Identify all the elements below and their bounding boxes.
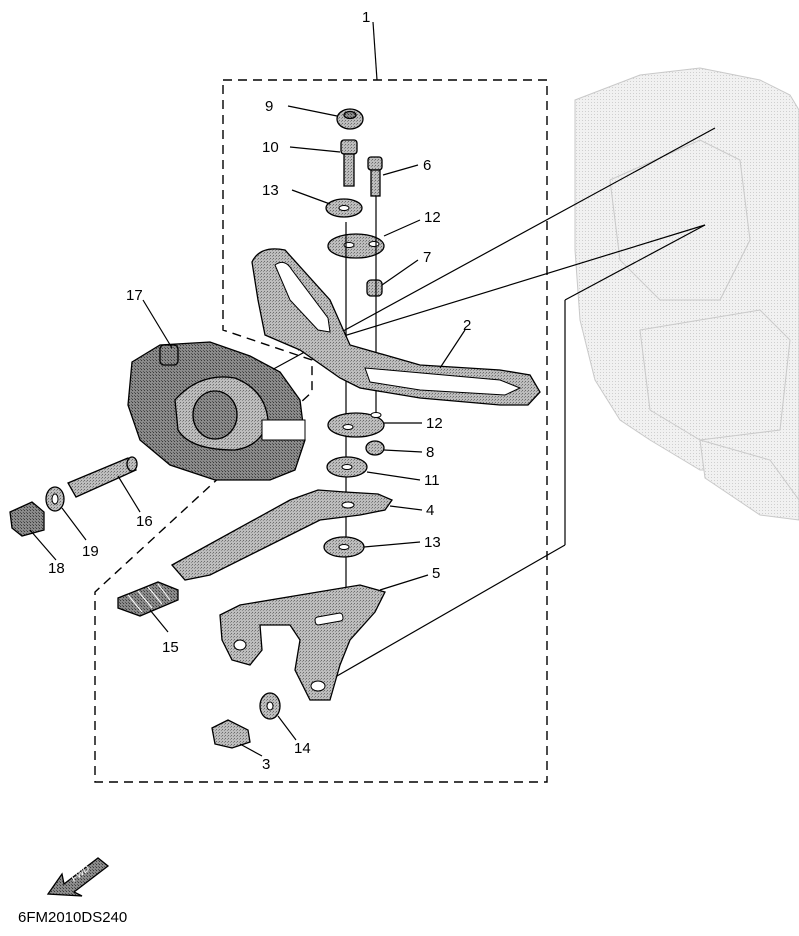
part-label-5: 5 <box>432 565 440 582</box>
part-11-washer <box>326 456 368 478</box>
part-label-19: 19 <box>82 543 99 560</box>
part-label-13a: 13 <box>262 182 279 199</box>
part-label-6: 6 <box>423 157 431 174</box>
part-16-shaft <box>67 456 138 498</box>
part-2-bracket <box>251 248 541 406</box>
part-12-washer-upper <box>327 233 385 259</box>
part-12-washer-lower <box>327 412 385 438</box>
part-6-bolt <box>367 156 383 197</box>
part-label-18: 18 <box>48 560 65 577</box>
part-label-1: 1 <box>362 9 370 26</box>
part-label-13b: 13 <box>424 534 441 551</box>
engine-background-ghost <box>574 67 799 521</box>
part-13-washer-upper <box>325 198 363 218</box>
part-label-12a: 12 <box>424 209 441 226</box>
part-label-17: 17 <box>126 287 143 304</box>
part-label-4: 4 <box>426 502 434 519</box>
part-label-16: 16 <box>136 513 153 530</box>
part-label-9: 9 <box>265 98 273 115</box>
part-10-bolt <box>340 139 358 187</box>
part-label-14: 14 <box>294 740 311 757</box>
part-17-control-box <box>127 341 306 481</box>
part-label-3: 3 <box>262 756 270 773</box>
part-label-12b: 12 <box>426 415 443 432</box>
part-15-grommet <box>117 581 179 617</box>
drawing-code: 6FM2010DS240 <box>18 909 127 926</box>
part-label-2: 2 <box>463 317 471 334</box>
part-8-nut <box>365 440 385 456</box>
part-9-nut <box>336 108 364 130</box>
assembly-outline <box>94 79 548 783</box>
part-label-7: 7 <box>423 249 431 266</box>
part-label-15: 15 <box>162 639 179 656</box>
part-19-washer <box>45 486 65 512</box>
part-18-knob <box>9 501 45 537</box>
part-13-washer-lower <box>323 536 365 558</box>
part-label-11: 11 <box>424 472 440 489</box>
fwd-arrow-icon: FWD <box>46 857 110 897</box>
part-4-plate <box>170 489 393 581</box>
part-label-10: 10 <box>262 139 279 156</box>
part-3-bolt <box>211 719 251 749</box>
part-label-8: 8 <box>426 444 434 461</box>
part-14-washer <box>259 692 281 720</box>
part-5-bracket <box>219 584 386 701</box>
part-7-collar <box>366 279 383 297</box>
